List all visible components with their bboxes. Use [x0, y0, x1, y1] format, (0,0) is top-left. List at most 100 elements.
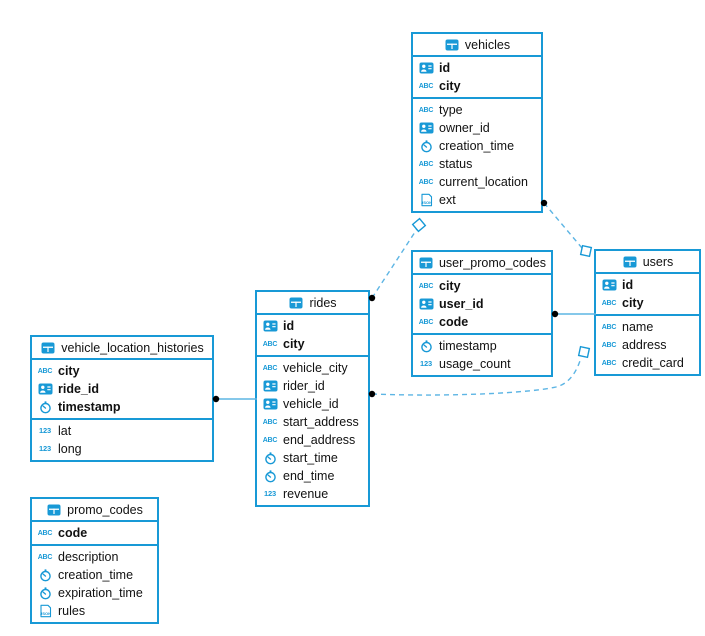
column-row: 123 lat [32, 422, 212, 440]
table-grid-icon [418, 257, 434, 269]
column-name: id [439, 61, 451, 75]
text-type-icon: ABC [601, 299, 617, 307]
relation-vehicles-users [540, 199, 593, 258]
column-row: id [257, 317, 368, 335]
column-row: owner_id [413, 119, 541, 137]
column-row: ABC address [596, 336, 699, 354]
column-row: ABC name [596, 318, 699, 336]
column-name: lat [58, 424, 72, 438]
column-row: timestamp [413, 337, 551, 355]
text-type-icon: ABC [262, 418, 278, 426]
datetime-type-icon [37, 568, 53, 582]
uuid-type-icon [418, 122, 434, 134]
column-name: ext [439, 193, 456, 207]
datetime-type-icon [37, 400, 53, 414]
uuid-type-icon [418, 62, 434, 74]
cardinality-diamond [577, 345, 591, 359]
cardinality-diamond [411, 217, 427, 233]
table-promo-codes-header[interactable]: promo_codes [32, 499, 157, 522]
column-name: creation_time [439, 139, 515, 153]
text-type-icon: ABC [418, 106, 434, 114]
number-type-icon: 123 [39, 444, 51, 454]
column-name: start_address [283, 415, 359, 429]
table-grid-icon [40, 342, 56, 354]
text-type-icon: ABC [601, 323, 617, 331]
text-type-icon: ABC [262, 364, 278, 372]
column-row: creation_time [413, 137, 541, 155]
column-name: end_address [283, 433, 356, 447]
column-row: ABC code [413, 313, 551, 331]
column-name: city [439, 279, 461, 293]
table-name: user_promo_codes [438, 255, 546, 270]
cardinality-diamond [579, 244, 593, 258]
table-users-header[interactable]: users [596, 251, 699, 274]
table-rides-header[interactable]: rides [257, 292, 368, 315]
text-type-icon: ABC [418, 178, 434, 186]
column-name: credit_card [622, 356, 684, 370]
text-type-icon: ABC [418, 318, 434, 326]
number-type-icon: 123 [420, 359, 432, 369]
table-grid-icon [46, 504, 62, 516]
relation-vehicle-location-histories-rides [212, 395, 257, 403]
column-name: end_time [283, 469, 335, 483]
text-type-icon: ABC [37, 367, 53, 375]
column-name: code [439, 315, 469, 329]
column-name: current_location [439, 175, 528, 189]
datetime-type-icon [37, 586, 53, 600]
column-row: vehicle_id [257, 395, 368, 413]
column-name: owner_id [439, 121, 490, 135]
text-type-icon: ABC [601, 359, 617, 367]
text-type-icon: ABC [262, 436, 278, 444]
column-row: start_time [257, 449, 368, 467]
column-row: id [413, 59, 541, 77]
column-name: revenue [283, 487, 329, 501]
column-name: type [439, 103, 463, 117]
column-row: id [596, 276, 699, 294]
table-name: rides [309, 295, 337, 310]
column-row: ABC credit_card [596, 354, 699, 372]
column-name: name [622, 320, 654, 334]
datetime-type-icon [262, 451, 278, 465]
datetime-type-icon [418, 339, 434, 353]
column-name: city [58, 364, 80, 378]
table-user-promo-codes-header[interactable]: user_promo_codes [413, 252, 551, 275]
column-name: user_id [439, 297, 484, 311]
uuid-type-icon [37, 383, 53, 395]
table-vehicle-location-histories-header[interactable]: vehicle_location_histories [32, 337, 212, 360]
column-row: end_time [257, 467, 368, 485]
number-type-icon: 123 [39, 426, 51, 436]
datetime-type-icon [418, 139, 434, 153]
text-type-icon: ABC [37, 529, 53, 537]
table-vehicles-header[interactable]: vehicles [413, 34, 541, 57]
column-name: id [622, 278, 634, 292]
column-name: address [622, 338, 667, 352]
column-name: city [439, 79, 461, 93]
column-name: timestamp [439, 339, 497, 353]
column-name: timestamp [58, 400, 121, 414]
column-name: city [283, 337, 305, 351]
column-name: start_time [283, 451, 338, 465]
column-row: timestamp [32, 398, 212, 416]
text-type-icon: ABC [601, 341, 617, 349]
column-row: user_id [413, 295, 551, 313]
relation-line [543, 202, 583, 249]
relation-user-promo-codes-users [551, 310, 596, 318]
